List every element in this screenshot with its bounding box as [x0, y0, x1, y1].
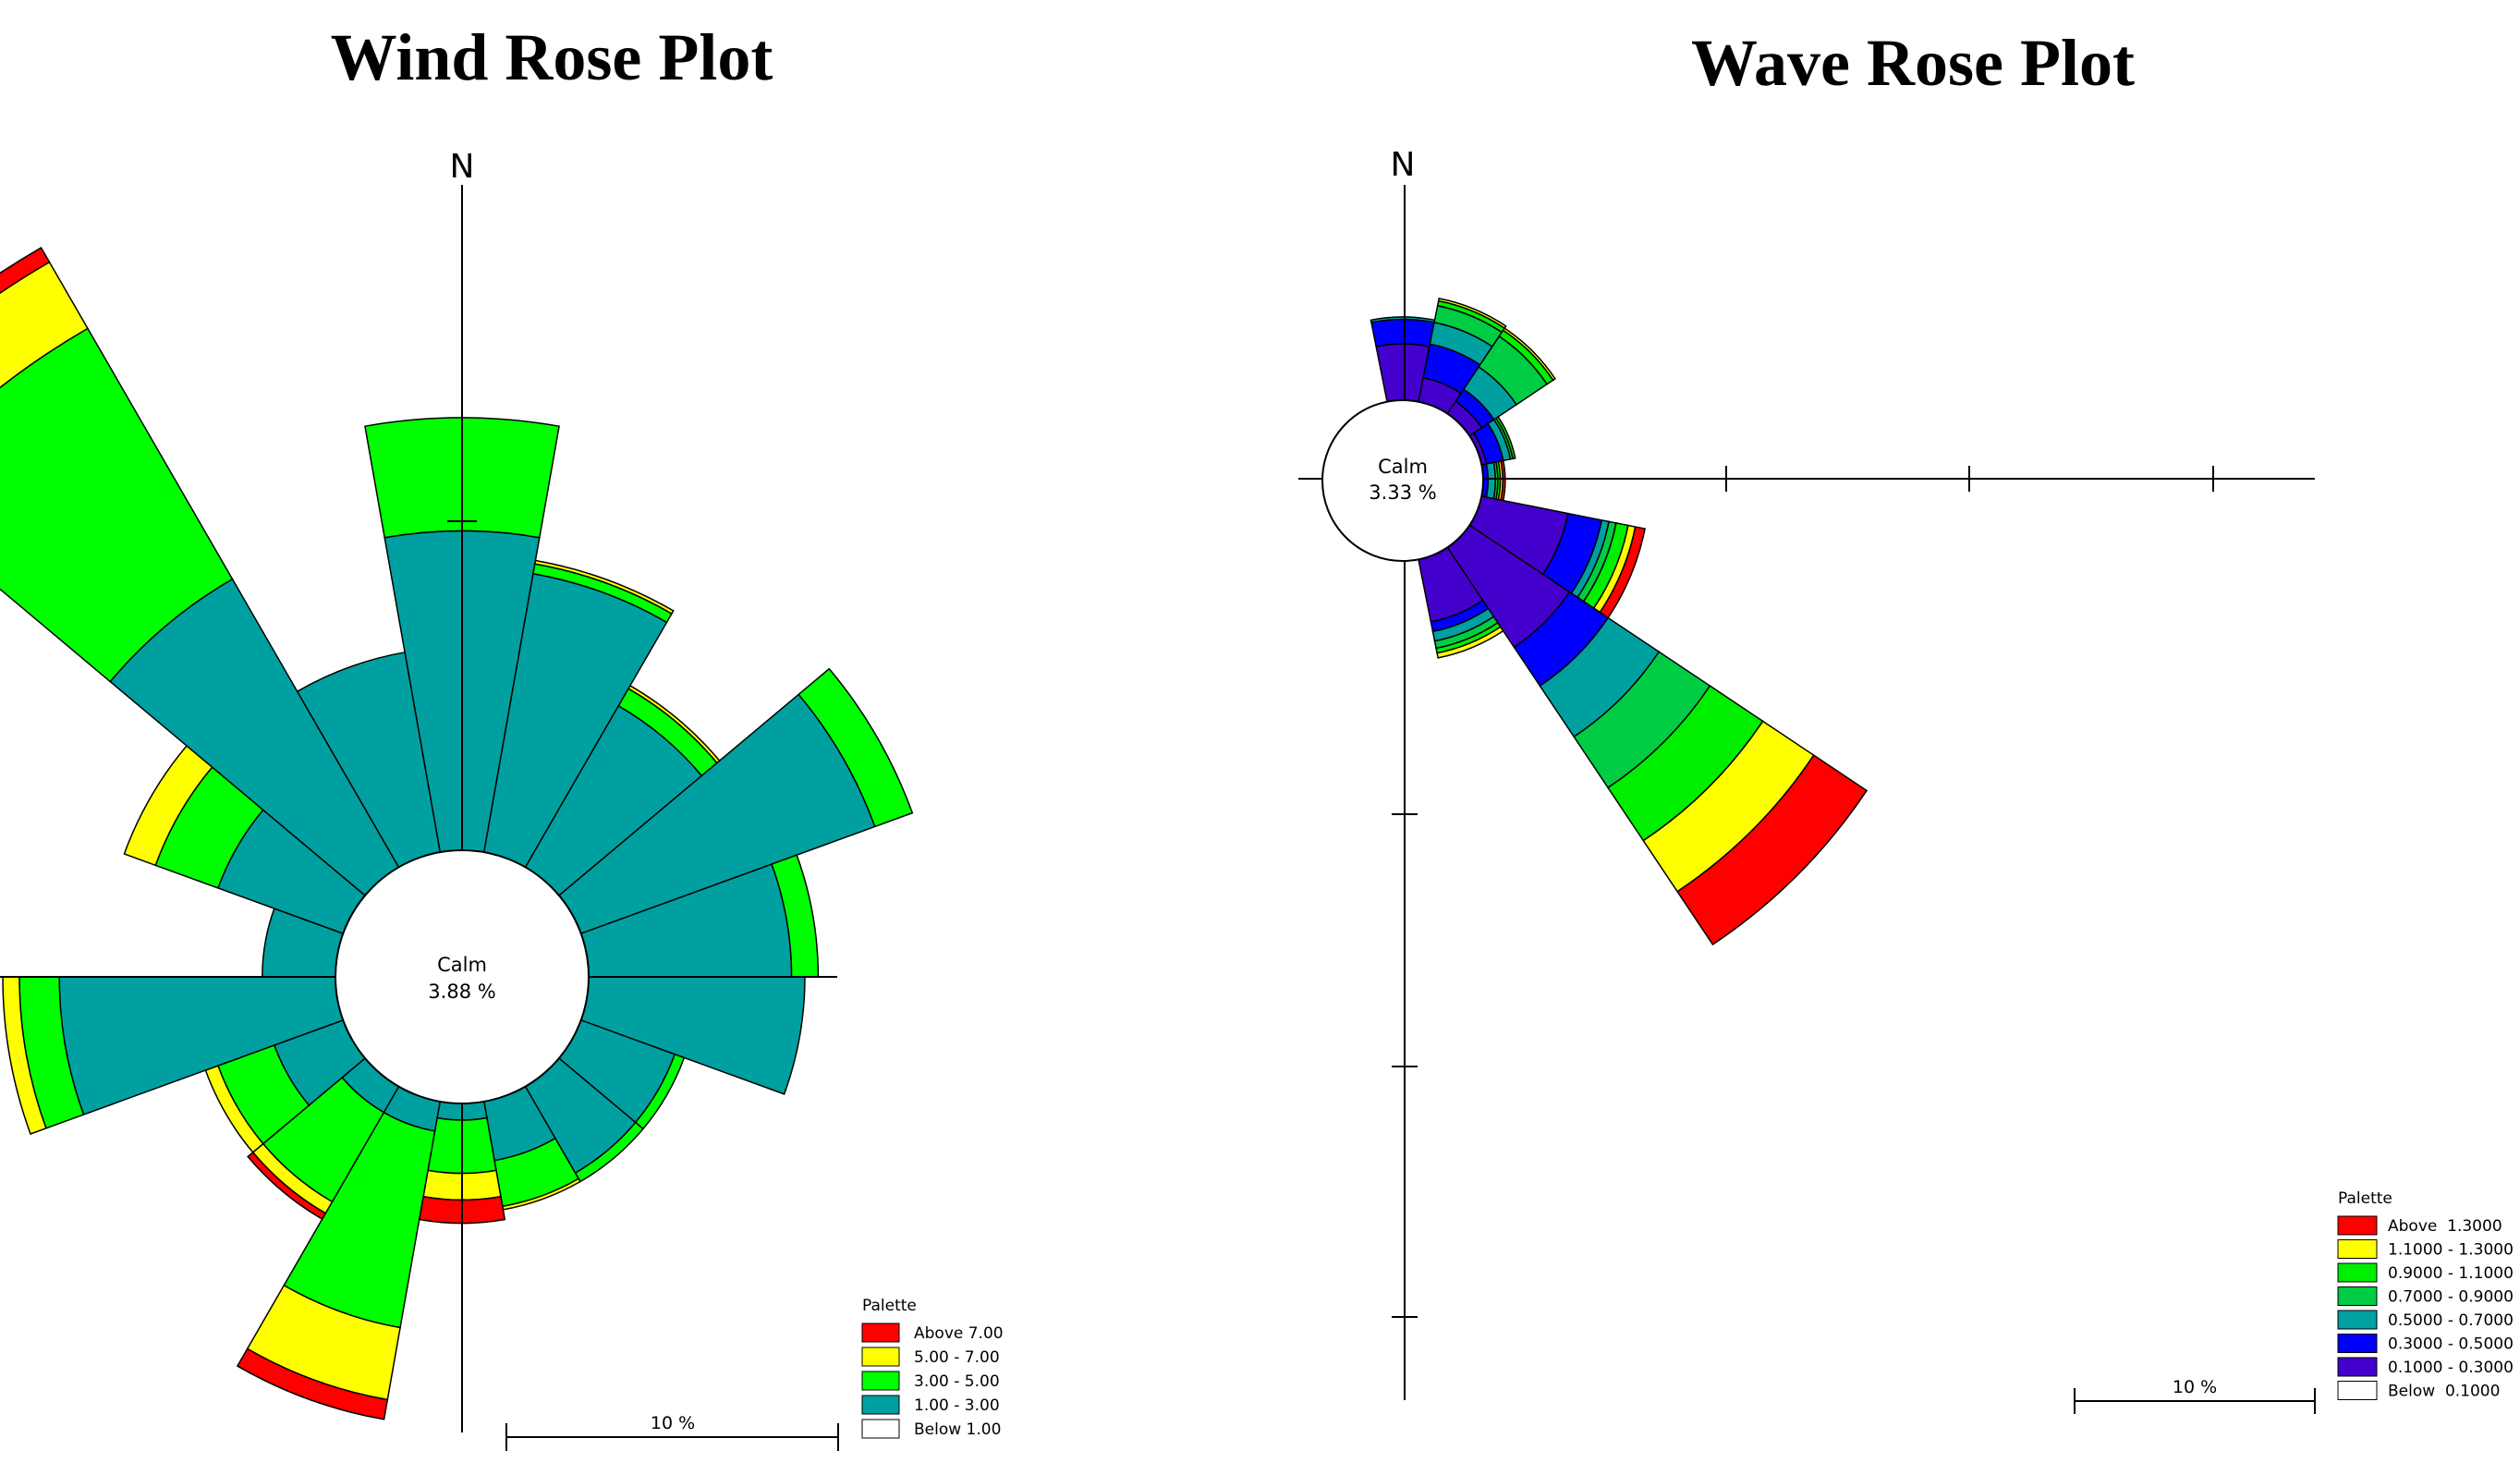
wind-sector-segment — [533, 559, 675, 616]
wind-legend-title: Palette — [862, 1297, 917, 1315]
wave-legend-label: 0.5000 - 0.7000 — [2388, 1311, 2514, 1330]
wave-legend-swatch — [2337, 1286, 2378, 1306]
wave-legend-label: 0.1000 - 0.3000 — [2388, 1359, 2514, 1377]
wave-sector-segment — [1370, 318, 1435, 347]
wind-legend-swatch — [861, 1347, 900, 1367]
wave-legend-swatch — [2337, 1334, 2378, 1353]
wind-legend-swatch — [861, 1395, 900, 1415]
wave-legend-swatch — [2337, 1215, 2378, 1236]
wave-sector-segment — [1437, 298, 1507, 330]
wave-sector-segment — [1436, 626, 1504, 659]
wave-legend-title: Palette — [2338, 1189, 2392, 1208]
wind-rose-sectors — [0, 247, 914, 1420]
wind-legend-swatch — [861, 1371, 900, 1391]
wave-rose-sectors — [1370, 298, 1869, 946]
wave-legend-label: 0.9000 - 1.1000 — [2388, 1264, 2514, 1283]
wind-scale-bar: 10 % — [505, 1413, 839, 1451]
wave-legend-label: 1.1000 - 1.3000 — [2388, 1241, 2514, 1260]
wave-legend-swatch — [2337, 1357, 2378, 1377]
wave-sector-segment — [1494, 416, 1516, 460]
wave-legend-label: 0.3000 - 0.5000 — [2388, 1335, 2514, 1354]
wave-legend-swatch — [2337, 1310, 2378, 1330]
wind-rose-title: Wind Rose Plot — [331, 20, 773, 94]
wind-sector-segment — [0, 247, 51, 295]
wind-legend-label: Above 7.00 — [914, 1324, 1004, 1343]
wave-sector-segment — [1502, 327, 1556, 382]
wind-calm-label: Calm — [437, 954, 487, 976]
wave-scale-bar: 10 % — [2074, 1377, 2316, 1414]
wave-legend-label: Below 0.1000 — [2388, 1383, 2500, 1401]
wind-legend-label: 5.00 - 7.00 — [914, 1348, 1000, 1367]
wind-rose-panel: Wind Rose Plot Calm 3.88 % N 10 % Palett… — [0, 20, 1004, 1451]
wind-sector-segment — [247, 1151, 327, 1221]
wind-sector-segment — [236, 1347, 389, 1420]
wind-legend-swatch — [861, 1323, 900, 1343]
wind-legend-label: 1.00 - 3.00 — [914, 1396, 1000, 1415]
wave-calm-value: 3.33 % — [1369, 482, 1436, 504]
wave-legend-label: Above 1.3000 — [2388, 1217, 2502, 1236]
wind-north-label: N — [450, 148, 475, 186]
wave-north-label: N — [1391, 146, 1416, 184]
wind-legend-label: Below 1.00 — [914, 1420, 1001, 1439]
wind-legend-label: 3.00 - 5.00 — [914, 1372, 1000, 1391]
wave-calm-label: Calm — [1378, 456, 1428, 478]
wind-calm-value: 3.88 % — [428, 981, 495, 1003]
wave-scale-label: 10 % — [2173, 1377, 2217, 1397]
wave-legend: Palette Above 1.3000 1.1000 - 1.3000 0.900… — [2337, 1189, 2514, 1401]
wind-legend-swatch — [861, 1419, 900, 1439]
wave-legend-swatch — [2337, 1262, 2378, 1283]
wind-sector-segment — [797, 667, 914, 828]
wave-legend-swatch — [2337, 1239, 2378, 1259]
wave-rose-panel: Wave Rose Plot Calm 3.33 % N 10 % Palett… — [1298, 26, 2514, 1414]
wind-legend: Palette Above 7.00 5.00 - 7.00 3.00 - 5.00… — [861, 1297, 1004, 1439]
wave-legend-label: 0.7000 - 0.9000 — [2388, 1288, 2514, 1307]
wave-sector-segment — [1676, 754, 1869, 946]
wind-calm-circle — [335, 849, 590, 1104]
wave-legend-swatch — [2337, 1381, 2378, 1400]
wind-scale-label: 10 % — [651, 1413, 695, 1433]
wave-rose-title: Wave Rose Plot — [1691, 26, 2135, 100]
wave-calm-circle — [1321, 399, 1484, 562]
